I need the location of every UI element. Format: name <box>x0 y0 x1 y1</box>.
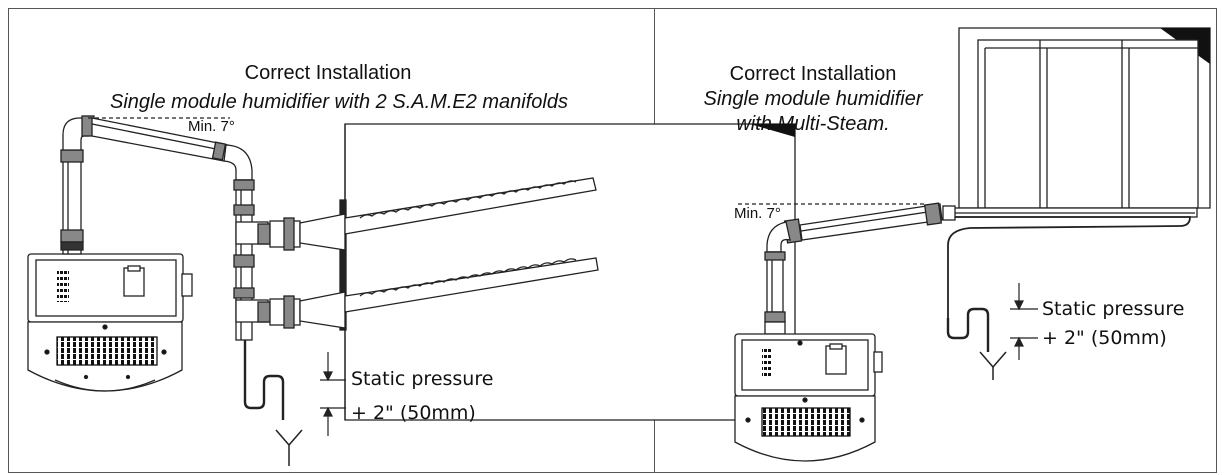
left-panel-title: Correct Installation <box>244 62 412 84</box>
left-drain-trap <box>243 340 285 420</box>
right-panel-subtitle-line1: Single module humidifier <box>703 88 923 110</box>
diagram-frame <box>8 8 1217 473</box>
left-installation <box>27 115 796 466</box>
left-humidifier <box>27 253 193 392</box>
right-panel-title: Correct Installation <box>729 63 897 85</box>
right-angle-label: Min. 7° <box>734 205 781 222</box>
left-dimension-lines <box>320 352 346 436</box>
right-offset-label: + 2" (50mm) <box>1042 327 1167 349</box>
right-dimension-lines <box>1010 283 1038 360</box>
left-drain-symbol <box>275 429 303 466</box>
right-static-pressure-label: Static pressure <box>1042 298 1185 320</box>
right-steam-pipe <box>738 202 956 335</box>
right-panel-subtitle-line2: with Multi-Steam. <box>736 113 890 135</box>
left-manifold-upper <box>344 177 597 235</box>
right-drain-symbol <box>979 351 1007 380</box>
left-static-pressure-label: Static pressure <box>351 368 494 390</box>
right-duct <box>947 27 1211 318</box>
left-panel-subtitle: Single module humidifier with 2 S.A.M.E2… <box>110 91 568 113</box>
left-steam-hose <box>60 115 253 255</box>
right-humidifier <box>734 333 883 462</box>
left-offset-label: + 2" (50mm) <box>351 402 476 424</box>
left-header-pipe <box>233 179 346 341</box>
left-manifold-lower <box>344 257 599 313</box>
right-installation <box>734 27 1211 462</box>
right-drain-trap <box>946 307 990 352</box>
left-angle-label: Min. 7° <box>188 118 235 135</box>
